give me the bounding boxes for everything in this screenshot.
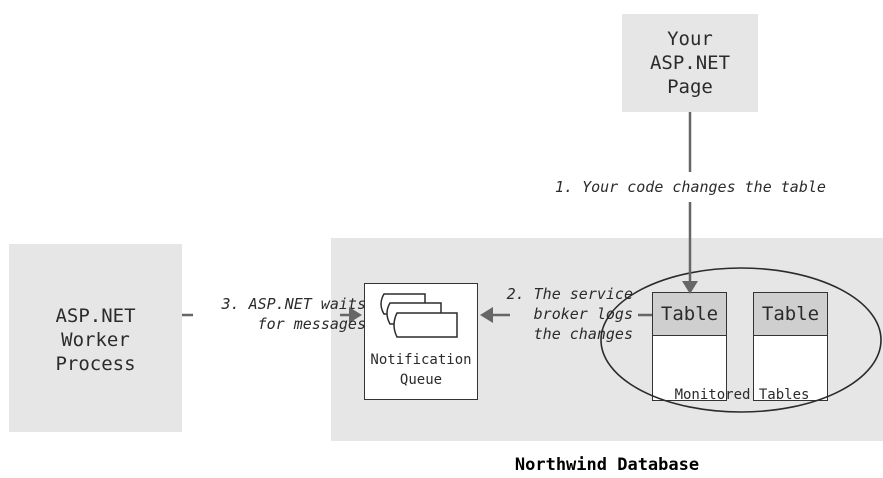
step2-annotation: 2. The service broker logs the changes [490, 284, 633, 344]
table-header: Table [653, 293, 726, 336]
monitored-tables-ellipse [600, 267, 882, 413]
asp-net-page-box [622, 14, 758, 112]
step2-line: broker logs [533, 305, 633, 323]
step3-line: 3. ASP.NET waits [221, 295, 367, 313]
step2-arrow [480, 307, 652, 323]
step1-annotation: 1. Your code changes the table [555, 178, 826, 196]
queue-label-line: Queue [399, 372, 443, 388]
worker-process-label: ASP.NET Worker Process [9, 304, 182, 376]
worker-label-line: Process [55, 353, 136, 375]
step1-arrow [682, 112, 698, 294]
message-stack-icon [380, 293, 458, 338]
step2-line: 2. The service [506, 285, 633, 303]
step3-line: for messages [257, 315, 366, 333]
worker-process-box [9, 244, 182, 432]
page-label-line: Your [667, 28, 713, 50]
table-header: Table [754, 293, 827, 336]
queue-label-line: Notification [370, 352, 472, 368]
monitored-table: Table [652, 292, 727, 401]
step2-line: the changes [533, 325, 633, 343]
page-label-line: ASP.NET [649, 52, 731, 74]
notification-queue-label: Notification Queue [364, 350, 478, 390]
asp-net-page-label: Your ASP.NET Page [622, 27, 758, 99]
monitored-tables-label: Monitored Tables [674, 387, 810, 403]
step3-annotation: 3. ASP.NET waits for messages [190, 294, 367, 334]
step3-arrow [182, 307, 362, 323]
database-label: Northwind Database [514, 455, 700, 475]
page-label-line: Page [667, 76, 713, 98]
worker-label-line: ASP.NET [55, 305, 136, 327]
worker-label-line: Worker [61, 329, 130, 351]
monitored-table: Table [753, 292, 828, 401]
